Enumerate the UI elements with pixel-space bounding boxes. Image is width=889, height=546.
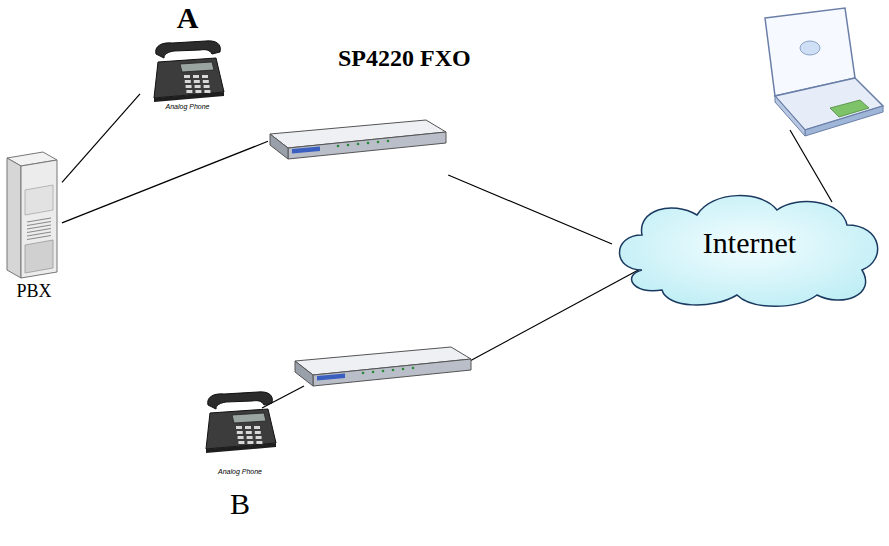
phone-caption: Analog Phone [140, 102, 235, 111]
phone-letter: B [190, 488, 290, 520]
connection-line [62, 141, 268, 223]
network-wire [468, 268, 642, 362]
laptop [765, 8, 883, 136]
cloud-label: Internet [612, 190, 887, 260]
voip-gateway [295, 347, 471, 386]
network-wire [790, 130, 832, 202]
analog-phone: Analog PhoneB [190, 385, 290, 535]
pbx-unit: PBX [0, 150, 62, 312]
internet-cloud: Internet [612, 190, 887, 310]
phone-letter: A [140, 2, 235, 34]
phone-icon [140, 40, 235, 102]
fxo-gateway: SP4220 FXO [268, 40, 533, 175]
device-label: SP4220 FXO [268, 40, 533, 72]
pbx-label: PBX [0, 280, 62, 302]
phone-icon [190, 391, 290, 453]
analog-phone: A Analog Phone [140, 2, 235, 114]
phone-caption: Analog Phone [190, 467, 290, 476]
pbx-icon [0, 150, 62, 280]
connection-line [62, 94, 140, 183]
connection-line [448, 175, 612, 244]
